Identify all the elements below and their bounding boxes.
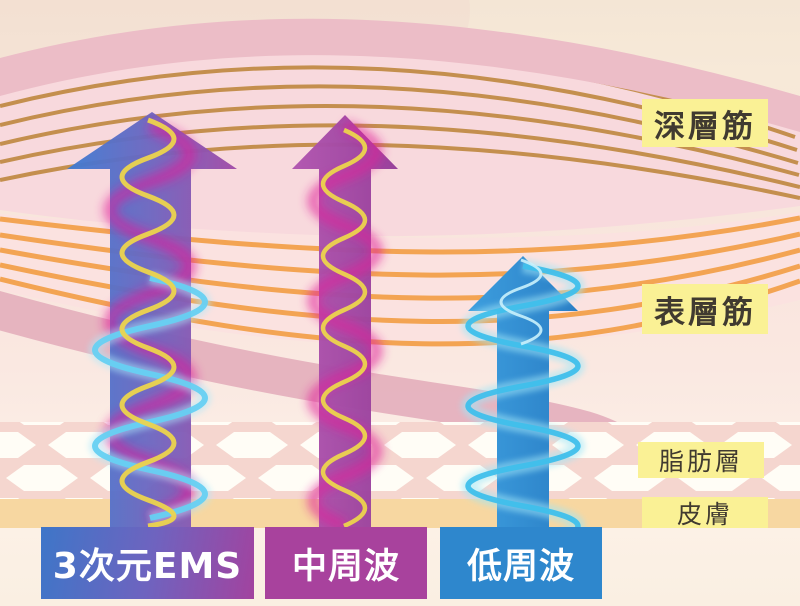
deep-muscle-top-band xyxy=(0,18,800,132)
arrow-medium-frequency xyxy=(292,115,398,532)
label-deep-muscle: 深層筋 xyxy=(642,99,768,147)
coil-inner xyxy=(499,258,543,346)
arrow-3d-ems xyxy=(67,112,237,529)
wave-magenta xyxy=(307,120,383,532)
legend-low-frequency: 低周波 xyxy=(440,527,602,599)
wave-cyan xyxy=(92,275,208,521)
wave-yellow xyxy=(119,117,177,529)
label-surface-muscle: 表層筋 xyxy=(642,284,768,334)
arrow-low-frequency xyxy=(461,256,585,553)
legend-medium-frequency: 中周波 xyxy=(265,527,427,599)
label-skin: 皮膚 xyxy=(642,497,768,529)
label-fat-layer: 脂肪層 xyxy=(638,442,764,478)
coil-cyan xyxy=(465,263,581,549)
legend-3d-ems: 3次元EMS xyxy=(41,527,254,599)
wave-yellow xyxy=(321,127,367,529)
